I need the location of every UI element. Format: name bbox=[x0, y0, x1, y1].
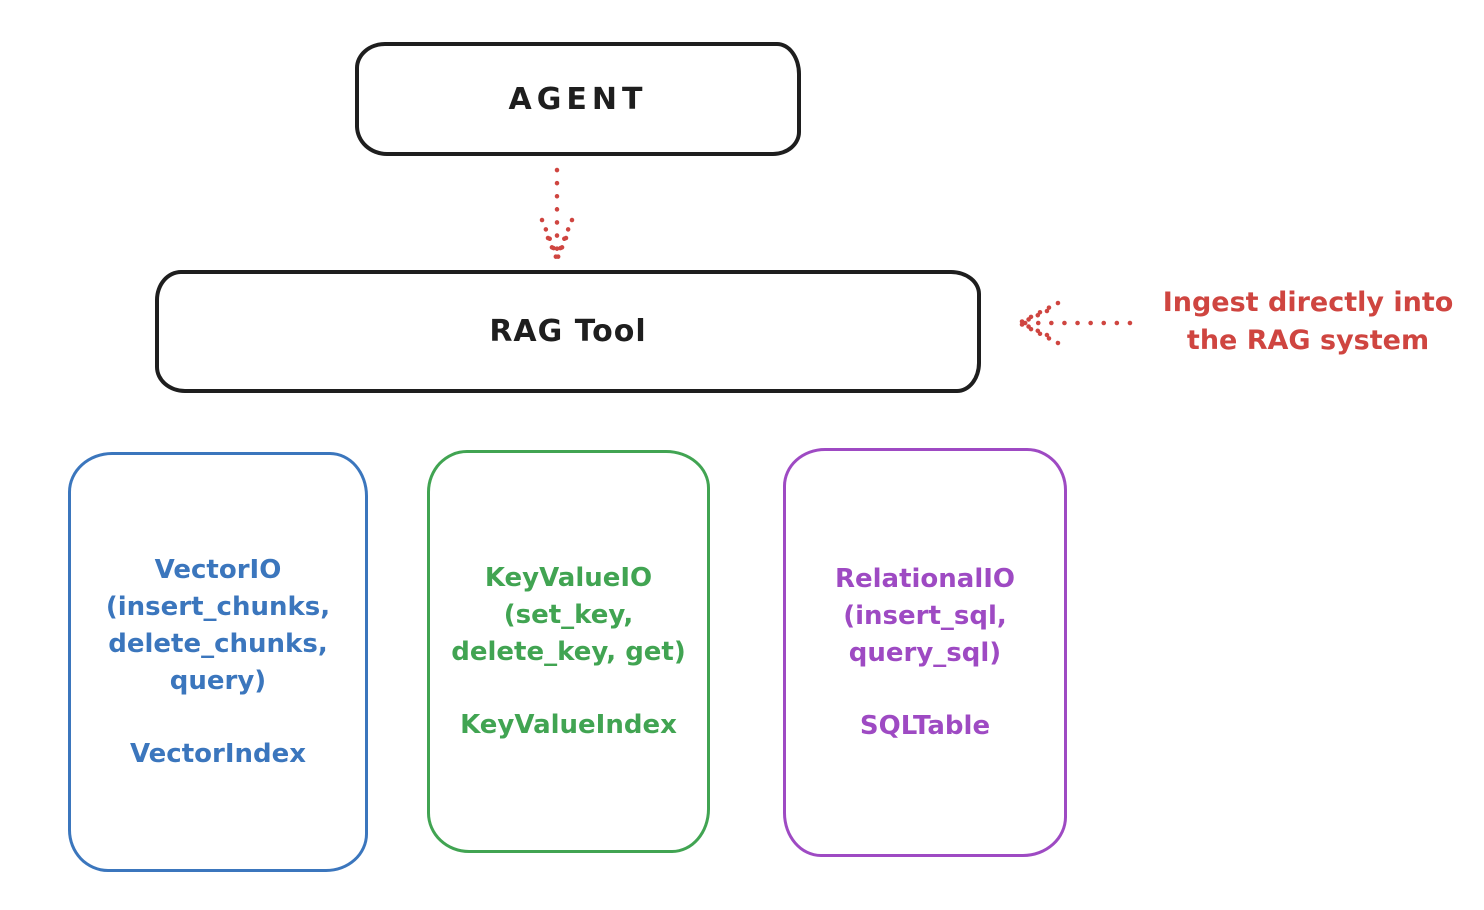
arrow-agent-to-rag-tool-icon bbox=[539, 167, 575, 260]
vector-io-methods-line2: delete_chunks, bbox=[108, 628, 328, 659]
arrow-ingest-into-rag-tool-icon bbox=[1018, 300, 1133, 346]
vector-io-methods-line3: query) bbox=[169, 665, 267, 696]
keyvalue-io-title: KeyValueIO bbox=[484, 562, 653, 593]
ingest-annotation-line1: Ingest directly into bbox=[1162, 287, 1454, 318]
rag-tool-box-label: RAG Tool bbox=[489, 314, 647, 349]
ingest-annotation-line2: the RAG system bbox=[1186, 325, 1430, 356]
vector-io-box: VectorIO (insert_chunks, delete_chunks, … bbox=[68, 452, 368, 872]
relational-io-box: RelationalIO (insert_sql, query_sql) SQL… bbox=[783, 448, 1067, 857]
keyvalue-io-methods-line2: delete_key, get) bbox=[451, 636, 686, 667]
relational-io-methods-line1: (insert_sql, bbox=[843, 600, 1007, 631]
keyvalue-index-label: KeyValueIndex bbox=[460, 709, 677, 740]
agent-box-label: AGENT bbox=[508, 81, 648, 117]
keyvalue-io-box: KeyValueIO (set_key, delete_key, get) Ke… bbox=[427, 450, 710, 853]
vector-io-title: VectorIO bbox=[154, 554, 282, 585]
rag-tool-box: RAG Tool bbox=[155, 270, 981, 393]
keyvalue-io-methods-line1: (set_key, bbox=[503, 599, 634, 630]
relational-io-title: RelationalIO bbox=[834, 563, 1016, 594]
ingest-annotation: Ingest directly into the RAG system bbox=[1140, 284, 1476, 360]
vector-index-label: VectorIndex bbox=[129, 738, 307, 769]
agent-box: AGENT bbox=[355, 42, 801, 156]
vector-io-methods-line1: (insert_chunks, bbox=[105, 591, 331, 622]
sql-table-label: SQLTable bbox=[859, 710, 991, 741]
relational-io-methods-line2: query_sql) bbox=[848, 637, 1002, 668]
